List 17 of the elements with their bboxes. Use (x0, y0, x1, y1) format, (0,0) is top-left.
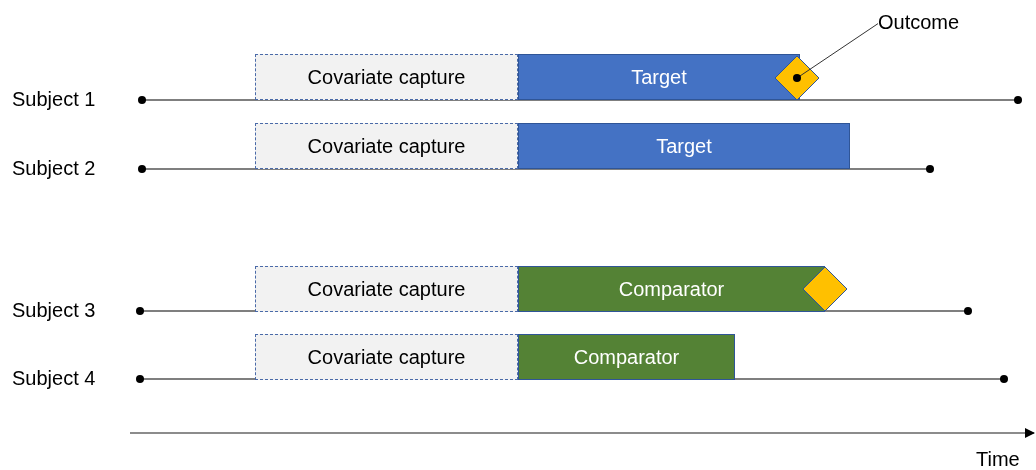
target-exposure-bar: Target (518, 123, 850, 169)
leader-line (793, 23, 879, 82)
axis-label: Time (976, 448, 1020, 470)
covariate-capture-bar: Covariate capture (255, 266, 518, 312)
subject-label: Subject 2 (12, 157, 96, 180)
subject-label: Subject 1 (12, 88, 96, 111)
outcome-label: Outcome (878, 10, 960, 34)
subject-label: Subject 4 (12, 367, 96, 390)
covariate-capture-bar: Covariate capture (255, 123, 518, 169)
comparator-exposure-bar: Comparator (518, 266, 825, 312)
covariate-capture-bar: Covariate capture (255, 54, 518, 100)
comparator-exposure-bar: Comparator (518, 334, 735, 380)
outcome-event-diamond (775, 56, 819, 100)
subject-label: Subject 3 (12, 299, 96, 322)
target-exposure-bar: Target (518, 54, 800, 100)
outcome-event-diamond (803, 267, 847, 311)
covariate-capture-bar: Covariate capture (255, 334, 518, 380)
